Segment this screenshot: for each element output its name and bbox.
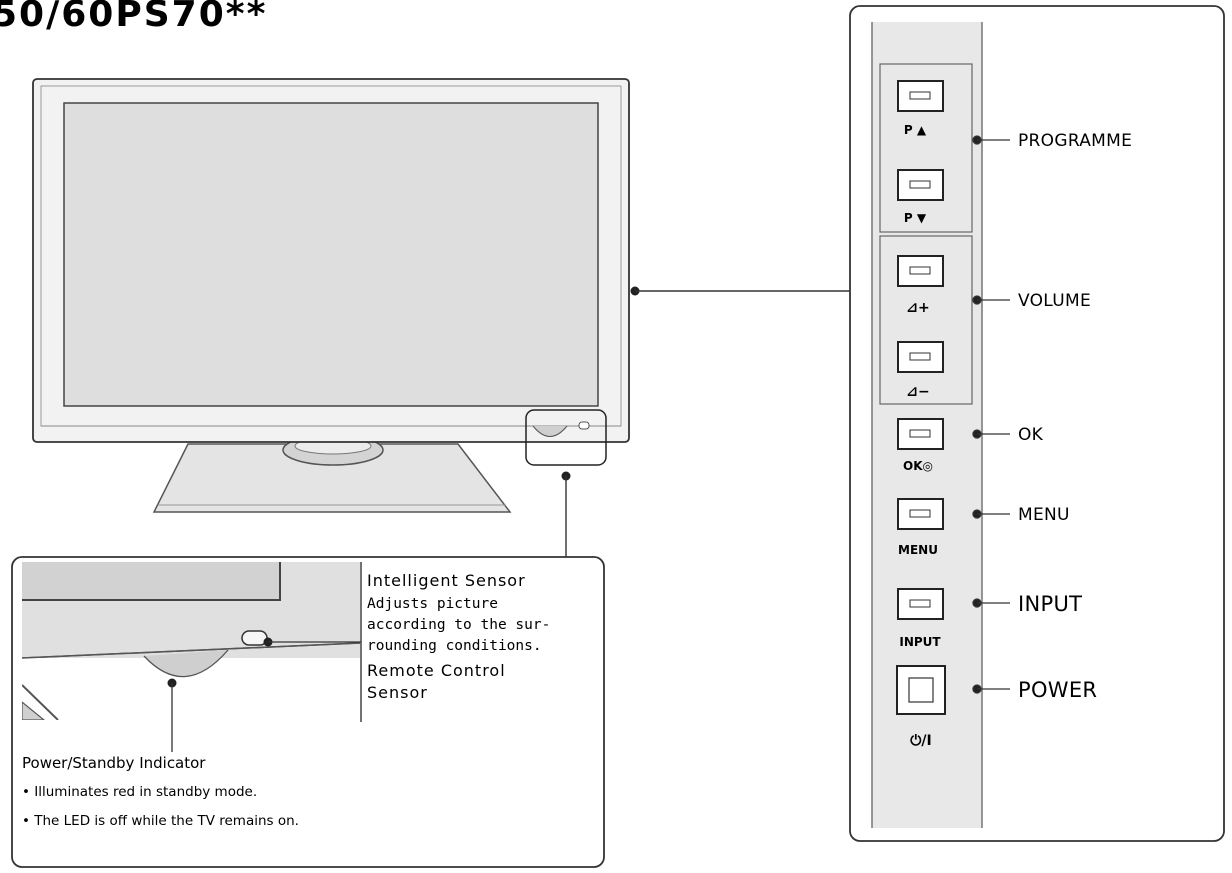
detail-zoom-image xyxy=(22,562,360,720)
power-callout: POWER xyxy=(1018,678,1097,702)
remote-sensor-title-2: Sensor xyxy=(367,683,428,702)
programme-down-label: P ▼ xyxy=(904,211,927,225)
power-standby-title: Power/Standby Indicator xyxy=(22,754,206,772)
power-button[interactable] xyxy=(896,665,946,715)
intelligent-sensor-desc-2: according to the sur- xyxy=(367,617,550,633)
volume-down-label: ⊿− xyxy=(906,384,929,400)
volume-group xyxy=(879,235,973,405)
tv-screen xyxy=(63,102,599,407)
tv-illustration xyxy=(32,78,630,513)
model-heading: 50/60PS70** xyxy=(0,0,267,35)
volume-up-label: ⊿+ xyxy=(906,300,929,316)
input-button[interactable] xyxy=(897,588,944,620)
ok-button[interactable] xyxy=(897,418,944,450)
volume-down-button[interactable] xyxy=(897,341,944,373)
ok-callout: OK xyxy=(1018,425,1044,445)
zoom-box xyxy=(525,409,607,466)
callout-leaders xyxy=(972,135,1010,694)
programme-group xyxy=(879,63,973,233)
remote-sensor-title-1: Remote Control xyxy=(367,661,506,680)
volume-up-button[interactable] xyxy=(897,255,944,287)
programme-down-button[interactable] xyxy=(897,169,944,201)
power-standby-bullet-1: • Illuminates red in standby mode. xyxy=(22,784,257,800)
sensor-mini xyxy=(578,421,590,430)
input-button-label: INPUT xyxy=(899,635,941,649)
ok-button-label: OK◎ xyxy=(903,459,933,473)
volume-callout: VOLUME xyxy=(1018,291,1091,311)
intelligent-sensor-desc-3: rounding conditions. xyxy=(367,638,542,654)
intelligent-sensor-desc-1: Adjusts picture xyxy=(367,596,498,612)
power-standby-bullet-2: • The LED is off while the TV remains on… xyxy=(22,813,299,829)
programme-up-button[interactable] xyxy=(897,80,944,112)
menu-callout: MENU xyxy=(1018,505,1070,525)
intelligent-sensor-title: Intelligent Sensor xyxy=(367,571,526,590)
menu-button-label: MENU xyxy=(898,543,938,557)
power-indicator-mini xyxy=(532,425,568,437)
menu-button[interactable] xyxy=(897,498,944,530)
programme-callout: PROGRAMME xyxy=(1018,131,1132,151)
programme-up-label: P ▲ xyxy=(904,123,927,137)
input-callout: INPUT xyxy=(1018,592,1082,616)
power-button-label: ⏻/I xyxy=(910,733,931,749)
